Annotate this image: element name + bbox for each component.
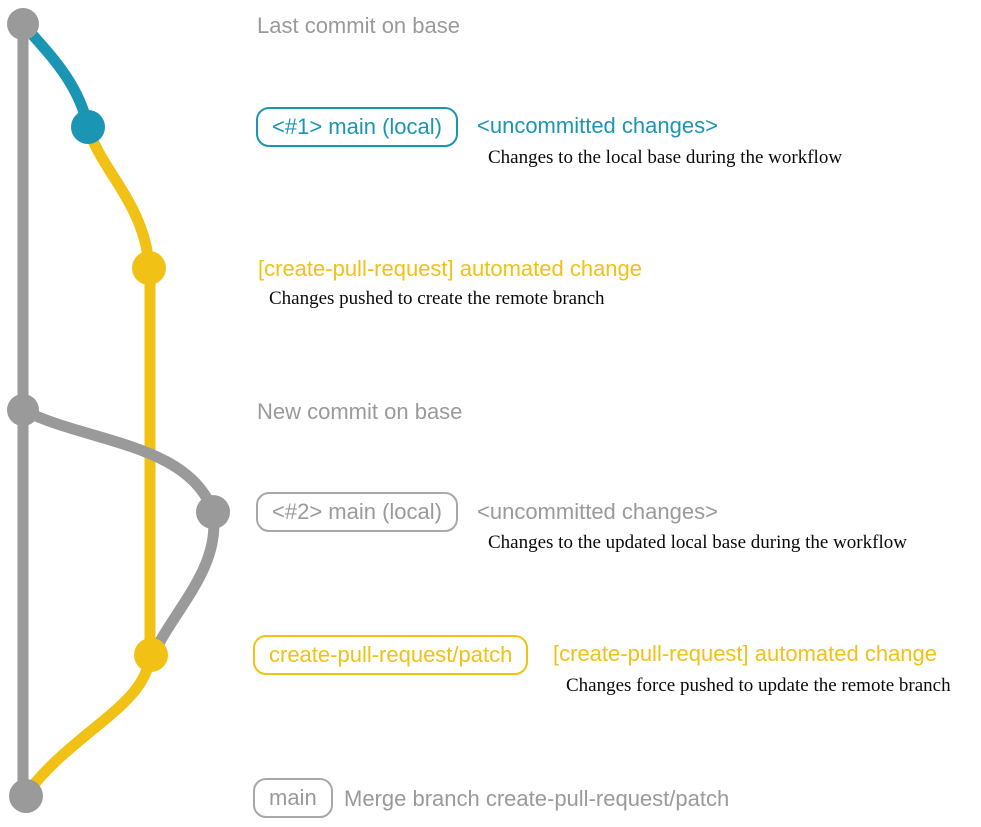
branch-badge-patch: create-pull-request/patch — [253, 635, 529, 675]
branch-line-patch-upper — [82, 121, 155, 274]
commit-graph — [7, 8, 230, 813]
branch-badge-main-local-1: <#1> main (local) — [256, 107, 458, 147]
branch-line-merge — [21, 649, 156, 799]
branch-line-main-local-2 — [17, 404, 219, 518]
branch-badge-main-local-2: <#2> main (local) — [256, 492, 458, 532]
note-uncommitted-changes-1: <uncommitted changes> — [477, 113, 718, 138]
commit-dot-automated-1 — [132, 251, 166, 285]
label-new-commit-on-base: New commit on base — [257, 399, 463, 424]
commit-dot-merge — [9, 779, 43, 813]
commit-dot-main-local-2 — [196, 495, 230, 529]
label-automated-change-1: [create-pull-request] automated change — [258, 256, 643, 281]
label-last-commit-on-base: Last commit on base — [257, 13, 460, 38]
branch-line-rebase — [147, 506, 220, 661]
desc-updated-local-base: Changes to the updated local base during… — [488, 532, 907, 553]
commit-dot-last-base — [7, 8, 39, 40]
desc-local-base-changes-1: Changes to the local base during the wor… — [488, 147, 843, 168]
note-merge-branch: Merge branch create-pull-request/patch — [344, 786, 730, 811]
branch-line-main-local-1 — [17, 18, 94, 133]
commit-dot-new-base — [7, 394, 39, 426]
row-main-local-2: <#2> main (local) — [256, 492, 458, 532]
row-patch-branch: create-pull-request/patch — [253, 635, 529, 675]
desc-pushed-create-remote: Changes pushed to create the remote bran… — [269, 288, 605, 309]
row-merge-commit: main — [253, 778, 333, 818]
row-main-local-1: <#1> main (local) — [256, 107, 458, 147]
desc-force-pushed-update: Changes force pushed to update the remot… — [566, 675, 951, 696]
branch-badge-main: main — [253, 778, 333, 818]
note-uncommitted-changes-2: <uncommitted changes> — [477, 499, 718, 524]
commit-dot-main-local-1 — [71, 110, 105, 144]
note-automated-change-2: [create-pull-request] automated change — [553, 641, 938, 666]
commit-dot-automated-2 — [134, 638, 168, 672]
